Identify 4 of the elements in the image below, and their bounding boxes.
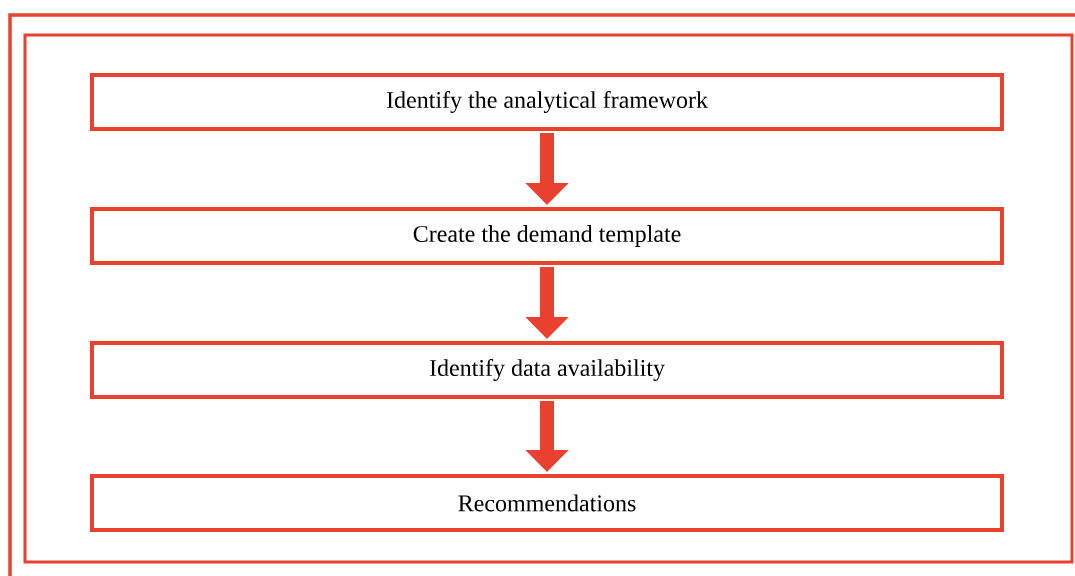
process-box: Create the demand template — [90, 207, 1004, 265]
process-box: Recommendations — [90, 474, 1004, 532]
process-box: Identify data availability — [90, 341, 1004, 399]
process-box: Identify the analytical framework — [90, 73, 1004, 131]
